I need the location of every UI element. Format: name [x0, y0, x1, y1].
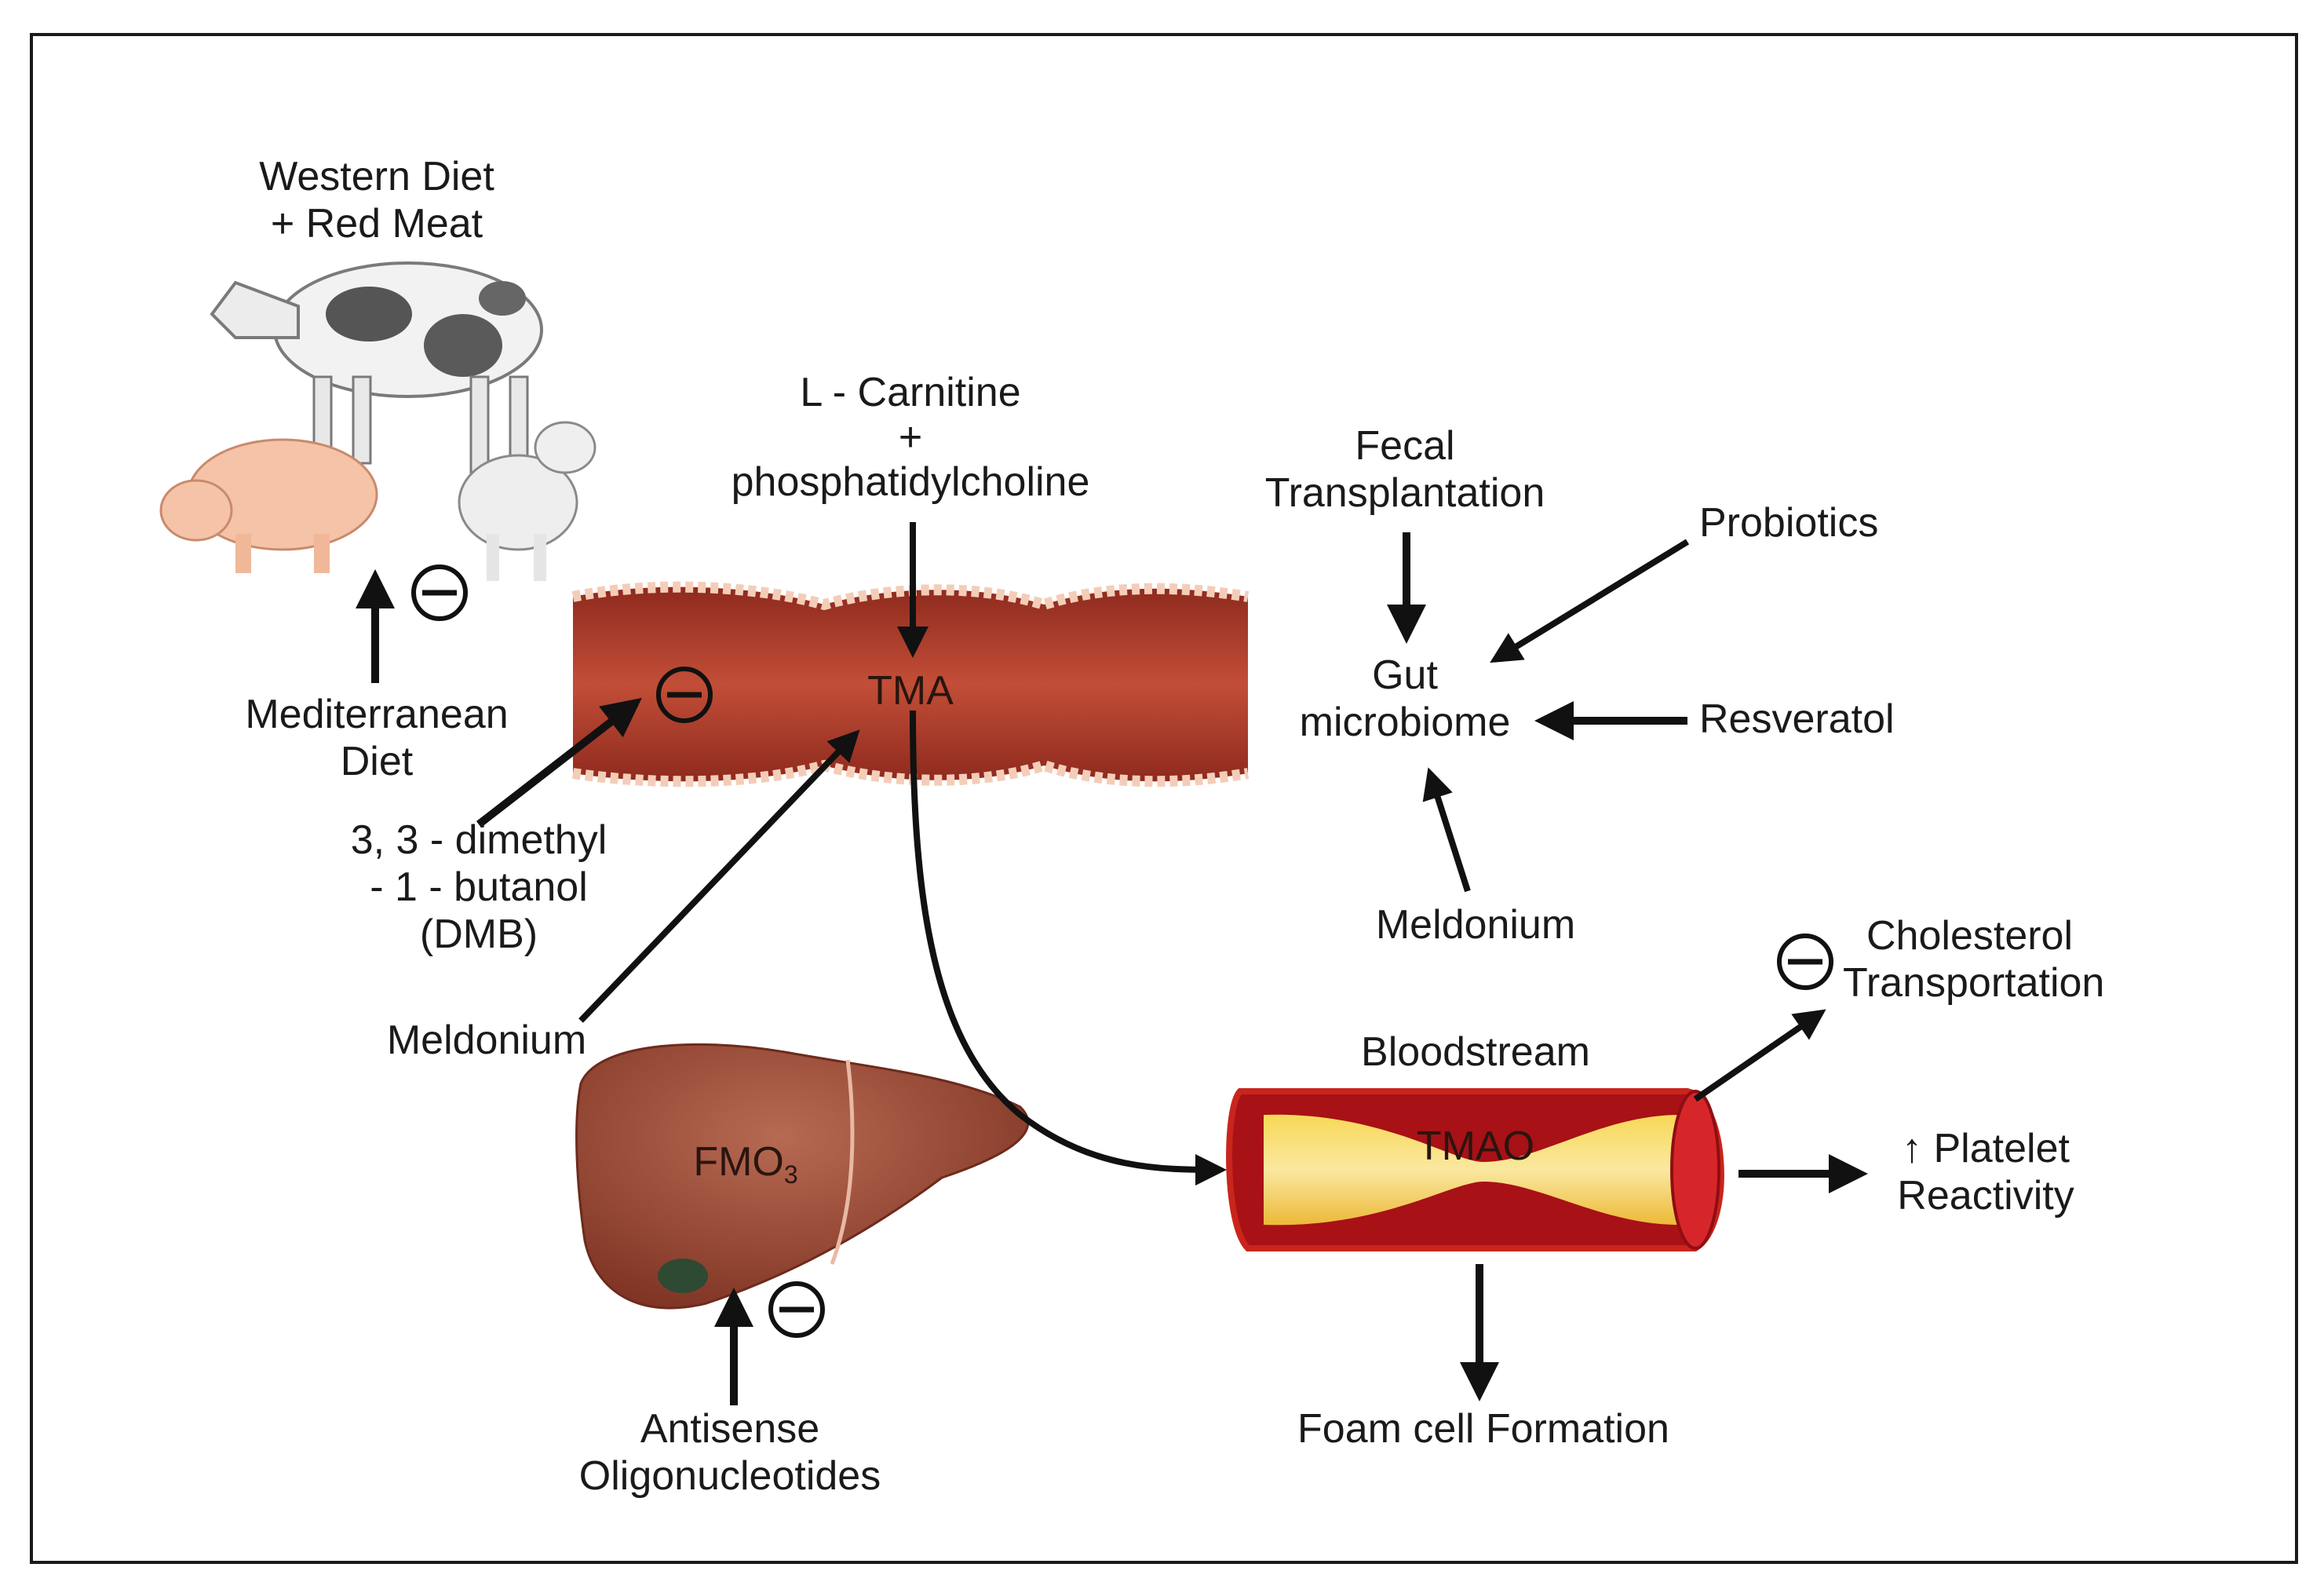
arrow-meldonium-to-gut [1422, 767, 1471, 893]
cholesterol-transportation-label: Cholesterol Transportation [1843, 912, 2104, 1007]
liver-illustration [575, 1043, 1030, 1310]
fmo3-label: FMO3 [651, 1138, 840, 1198]
intestine-illustration [571, 581, 1250, 787]
dmb-label: 3, 3 - dimethyl - 1 - butanol (DMB) [314, 817, 644, 958]
carnitine-plus: + [898, 415, 923, 460]
cholesterol-line1: Cholesterol [1866, 913, 2074, 959]
inhibit-symbol-cholesterol [1777, 934, 1833, 990]
foam-cell-label: Foam cell Formation [1240, 1405, 1727, 1452]
fmo-text: FMO [693, 1139, 784, 1185]
bloodstream-text: Bloodstream [1361, 1029, 1590, 1075]
western-diet-line2: + Red Meat [270, 201, 483, 247]
foam-cell-text: Foam cell Formation [1297, 1406, 1669, 1452]
fmo-subscript: 3 [783, 1160, 798, 1189]
arrow-probiotics-to-gut [1490, 539, 1690, 663]
meldonium-right-text: Meldonium [1375, 902, 1576, 948]
bloodstream-label: Bloodstream [1319, 1029, 1633, 1076]
antisense-label: Antisense Oligonucleotides [542, 1405, 918, 1500]
arrow-tma-to-bloodstream [910, 710, 1227, 1186]
western-diet-label: Western Diet + Red Meat [235, 153, 518, 247]
lamb-illustration [458, 421, 597, 581]
fecal-line1: Fecal [1355, 423, 1455, 469]
cow-illustration [210, 261, 543, 480]
dmb-line3: (DMB) [419, 912, 538, 957]
platelet-reactivity-label: ↑ Platelet Reactivity [1860, 1125, 2111, 1219]
dmb-line2: - 1 - butanol [370, 864, 588, 910]
tmao-label: TMAO [1381, 1123, 1570, 1170]
arrow-dmb-to-intestine [476, 697, 642, 828]
carnitine-label: L - Carnitine + phosphatidylcholine [691, 369, 1130, 506]
carnitine-line2: phosphatidylcholine [731, 459, 1090, 505]
cholesterol-line2: Transportation [1843, 960, 2105, 1006]
fecal-transplantation-label: Fecal Transplantation [1224, 422, 1585, 517]
western-diet-line1: Western Diet [259, 154, 494, 199]
gut-microbiome-label: Gut microbiome [1256, 652, 1554, 746]
mediterranean-diet-label: Mediterranean Diet [212, 691, 542, 785]
platelet-line2: Reactivity [1897, 1173, 2074, 1218]
arrow-bloodstream-to-cholesterol [1693, 1009, 1826, 1102]
gut-line2: microbiome [1299, 700, 1511, 745]
meldonium-right-label: Meldonium [1334, 901, 1617, 948]
tmao-text: TMAO [1416, 1124, 1535, 1169]
antisense-line1: Antisense [640, 1406, 820, 1452]
platelet-line1: ↑ Platelet [1902, 1126, 2070, 1171]
meldonium-left-text: Meldonium [386, 1018, 587, 1063]
probiotics-text: Probiotics [1699, 500, 1879, 546]
fecal-line2: Transplantation [1264, 470, 1545, 516]
blood-vessel-illustration [1226, 1088, 1724, 1251]
dmb-line1: 3, 3 - dimethyl [350, 817, 607, 863]
tma-label: TMA [832, 667, 989, 714]
arrow-meldonium-to-tma [578, 729, 860, 1023]
probiotics-label: Probiotics [1699, 499, 1878, 546]
gut-line1: Gut [1372, 652, 1438, 698]
carnitine-line1: L - Carnitine [800, 370, 1021, 415]
antisense-line2: Oligonucleotides [578, 1453, 881, 1499]
pig-illustration [159, 438, 378, 573]
inhibit-symbol-intestine [656, 667, 713, 723]
mediterranean-line2: Diet [340, 739, 414, 784]
tma-text: TMA [867, 668, 954, 714]
meldonium-left-label: Meldonium [345, 1017, 628, 1064]
resveratol-label: Resveratol [1699, 696, 1895, 743]
resveratol-text: Resveratol [1699, 696, 1895, 742]
inhibit-symbol-diet [411, 564, 468, 621]
figure-frame [30, 33, 2298, 1564]
mediterranean-line1: Mediterranean [245, 692, 509, 737]
inhibit-symbol-liver [768, 1281, 825, 1338]
